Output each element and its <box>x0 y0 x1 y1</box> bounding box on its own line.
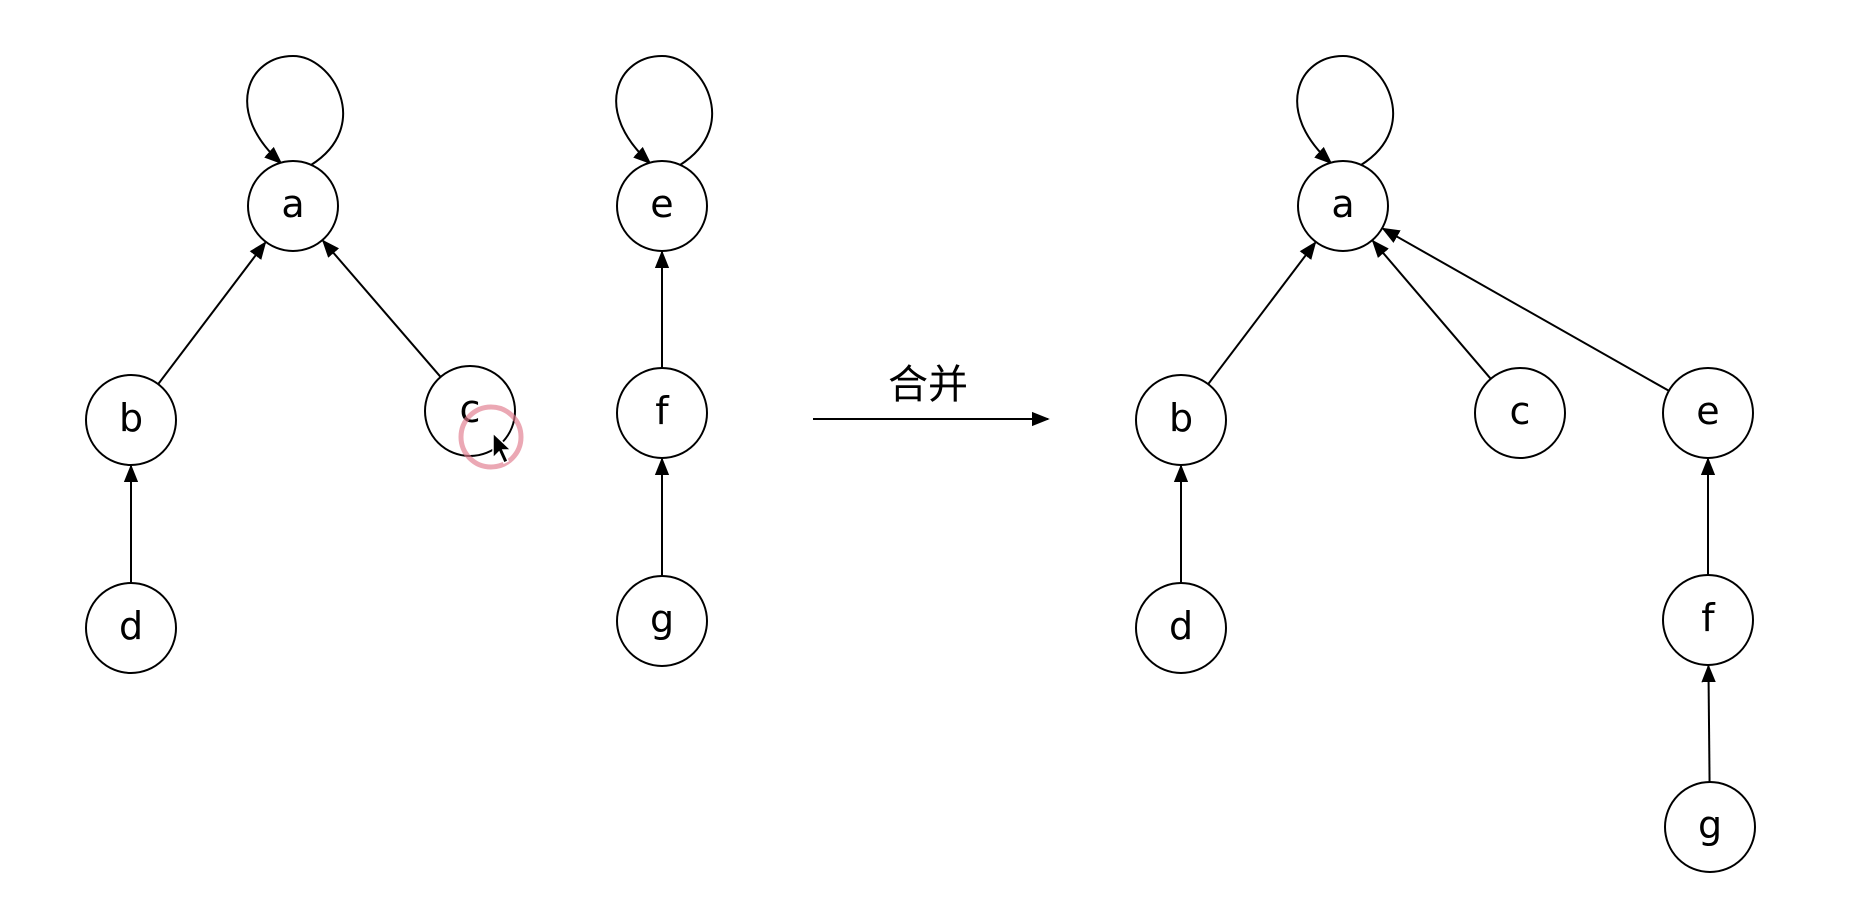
node-circle <box>1135 374 1227 466</box>
node-circle <box>247 160 339 252</box>
after-edge-b-to-a <box>1207 241 1317 385</box>
node-circle <box>1662 574 1754 666</box>
node-circle <box>1662 367 1754 459</box>
after-node-g: g <box>1664 781 1756 873</box>
node-label: e <box>650 182 673 226</box>
node-circle <box>85 374 177 466</box>
before-node-g: g <box>616 575 708 667</box>
node-label: a <box>1331 182 1354 226</box>
after-node-e: e <box>1662 367 1754 459</box>
node-label: g <box>1698 803 1722 847</box>
before-node-e: e <box>616 160 708 252</box>
after-node-c: c <box>1474 367 1566 459</box>
after-node-a: a <box>1297 160 1389 252</box>
node-circle <box>85 582 177 674</box>
node-label: b <box>119 396 143 440</box>
before-node-b: b <box>85 374 177 466</box>
after-edge-c-to-a <box>1371 239 1492 380</box>
node-label: e <box>1696 389 1719 433</box>
after-edge-e-to-a <box>1381 227 1670 392</box>
node-label: d <box>119 604 143 648</box>
after-edge-g-to-f <box>1701 664 1716 783</box>
before-node-f: f <box>616 367 708 459</box>
node-label: b <box>1169 396 1193 440</box>
node-circle <box>616 575 708 667</box>
merge-label: 合并 <box>888 362 968 408</box>
before-self-loop-e <box>615 54 714 166</box>
edges-layer <box>123 227 1716 783</box>
cursor-highlight <box>458 404 524 470</box>
node-circle <box>616 367 708 459</box>
before-edge-c-to-a <box>321 239 442 378</box>
node-label: d <box>1169 604 1193 648</box>
merge-arrow-group: 合并 <box>813 362 1050 427</box>
click-highlight-ring <box>458 404 524 470</box>
node-circle <box>1474 367 1566 459</box>
before-edge-b-to-a <box>157 241 267 385</box>
mouse-pointer-icon <box>492 431 513 465</box>
node-label: c <box>1510 389 1531 433</box>
node-circle <box>1664 781 1756 873</box>
node-label: f <box>1701 596 1716 640</box>
node-circle <box>616 160 708 252</box>
node-label: a <box>281 182 304 226</box>
node-label: f <box>655 389 670 433</box>
node-circle <box>1135 582 1227 674</box>
self-loops-layer <box>246 54 1395 166</box>
after-self-loop-a <box>1296 54 1395 166</box>
after-node-b: b <box>1135 374 1227 466</box>
node-circle <box>1297 160 1389 252</box>
before-self-loop-a <box>246 54 345 166</box>
after-node-d: d <box>1135 582 1227 674</box>
before-node-a: a <box>247 160 339 252</box>
node-label: g <box>650 597 674 641</box>
before-node-d: d <box>85 582 177 674</box>
after-node-f: f <box>1662 574 1754 666</box>
